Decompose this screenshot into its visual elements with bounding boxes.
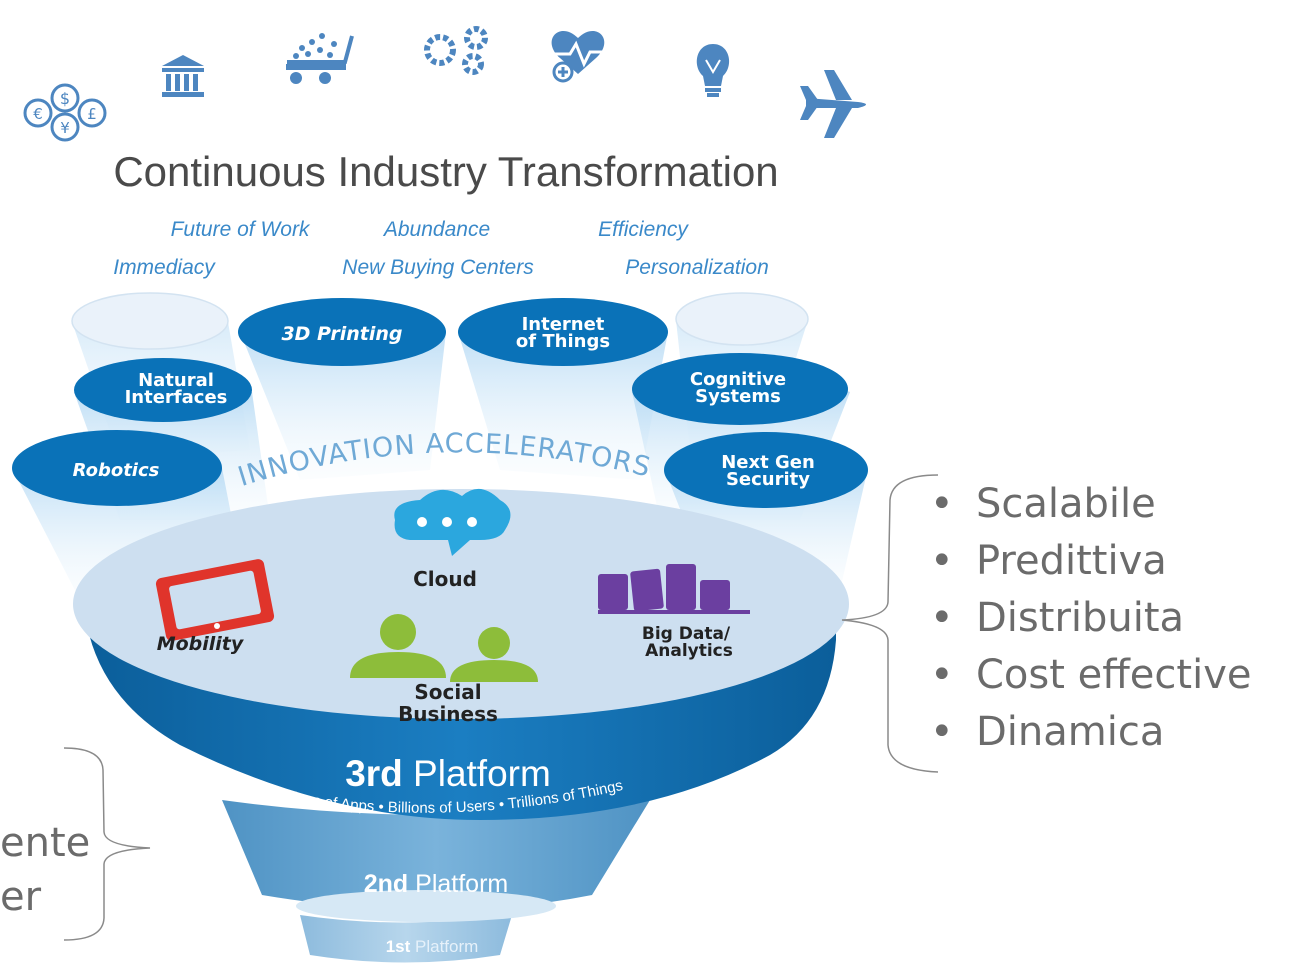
accelerator-security xyxy=(664,432,868,508)
social-business-label-1: Social xyxy=(414,680,481,704)
properties-list: Scalabile Predittiva Distribuita Cost ef… xyxy=(928,476,1252,761)
accelerator-security-label-1: Next Gen xyxy=(721,452,815,473)
mobility-label: Mobility xyxy=(157,633,245,655)
first-platform-band xyxy=(300,915,512,963)
property-item: Scalabile xyxy=(928,476,1252,533)
property-item: Dinamica xyxy=(928,704,1252,761)
airplane-icon xyxy=(800,70,866,138)
driver-new-buying-centers: New Buying Centers xyxy=(342,256,534,279)
third-platform-label: 3rd Platform xyxy=(345,753,551,794)
left-brace xyxy=(63,747,151,941)
big-data-icon xyxy=(598,564,750,614)
health-icon xyxy=(551,30,610,83)
accelerator-robotics-label: Robotics xyxy=(73,460,160,481)
accelerator-3d-printing-label: 3D Printing xyxy=(281,323,402,345)
second-platform-base xyxy=(296,890,556,922)
accelerator-natural-interfaces-label-2: Interfaces xyxy=(125,387,228,408)
bank-icon xyxy=(162,55,204,97)
accelerator-empty-left xyxy=(71,292,229,350)
lightbulb-icon xyxy=(696,44,730,97)
driver-immediacy: Immediacy xyxy=(113,256,216,279)
accelerator-iot xyxy=(458,298,668,366)
second-platform-band xyxy=(222,800,650,910)
first-platform-label: 1st Platform xyxy=(386,937,479,956)
third-platform-disc xyxy=(73,489,849,719)
accelerator-3d-printing xyxy=(238,298,446,366)
accelerator-cognitive xyxy=(632,353,848,425)
mobility-icon xyxy=(155,559,275,641)
accelerator-empty-right xyxy=(675,292,809,346)
driver-efficiency: Efficiency xyxy=(598,218,689,241)
property-item: Cost effective xyxy=(928,647,1252,704)
left-text-line-2: er xyxy=(0,874,42,920)
property-item: Distribuita xyxy=(928,590,1252,647)
accelerator-cognitive-label-2: Systems xyxy=(695,386,781,407)
left-text-line-1: ente xyxy=(0,820,91,866)
accelerator-natural-interfaces-label-1: Natural xyxy=(138,370,214,391)
property-item: Predittiva xyxy=(928,533,1252,590)
gears-icon xyxy=(424,26,488,75)
second-platform-label: 2nd Platform xyxy=(364,870,509,898)
driver-future-of-work: Future of Work xyxy=(171,218,311,241)
svg-text:£: £ xyxy=(87,105,97,123)
accelerator-cognitive-label-1: Cognitive xyxy=(690,369,786,390)
social-business-label-2: Business xyxy=(398,702,498,726)
cloud-label: Cloud xyxy=(413,567,477,591)
accelerator-natural-interfaces xyxy=(74,358,252,422)
big-data-label-1: Big Data/ xyxy=(642,624,731,644)
right-brace xyxy=(841,474,939,773)
accelerator-security-label-2: Security xyxy=(726,469,810,490)
shopping-cart-icon xyxy=(286,33,354,84)
driver-abundance: Abundance xyxy=(382,218,490,241)
accelerator-iot-label-2: of Things xyxy=(516,331,610,352)
svg-text:€: € xyxy=(33,105,43,123)
driver-personalization: Personalization xyxy=(625,256,769,279)
big-data-label-2: Analytics xyxy=(645,641,733,661)
currency-icon: $ € £ ¥ xyxy=(23,83,107,142)
accelerator-robotics xyxy=(12,430,222,506)
accelerator-iot-label-1: Internet xyxy=(522,314,605,335)
social-business-icon xyxy=(350,614,538,682)
diagram-title: Continuous Industry Transformation xyxy=(113,148,778,195)
svg-text:¥: ¥ xyxy=(60,119,70,137)
cloud-icon xyxy=(394,488,511,556)
svg-text:$: $ xyxy=(60,89,70,108)
